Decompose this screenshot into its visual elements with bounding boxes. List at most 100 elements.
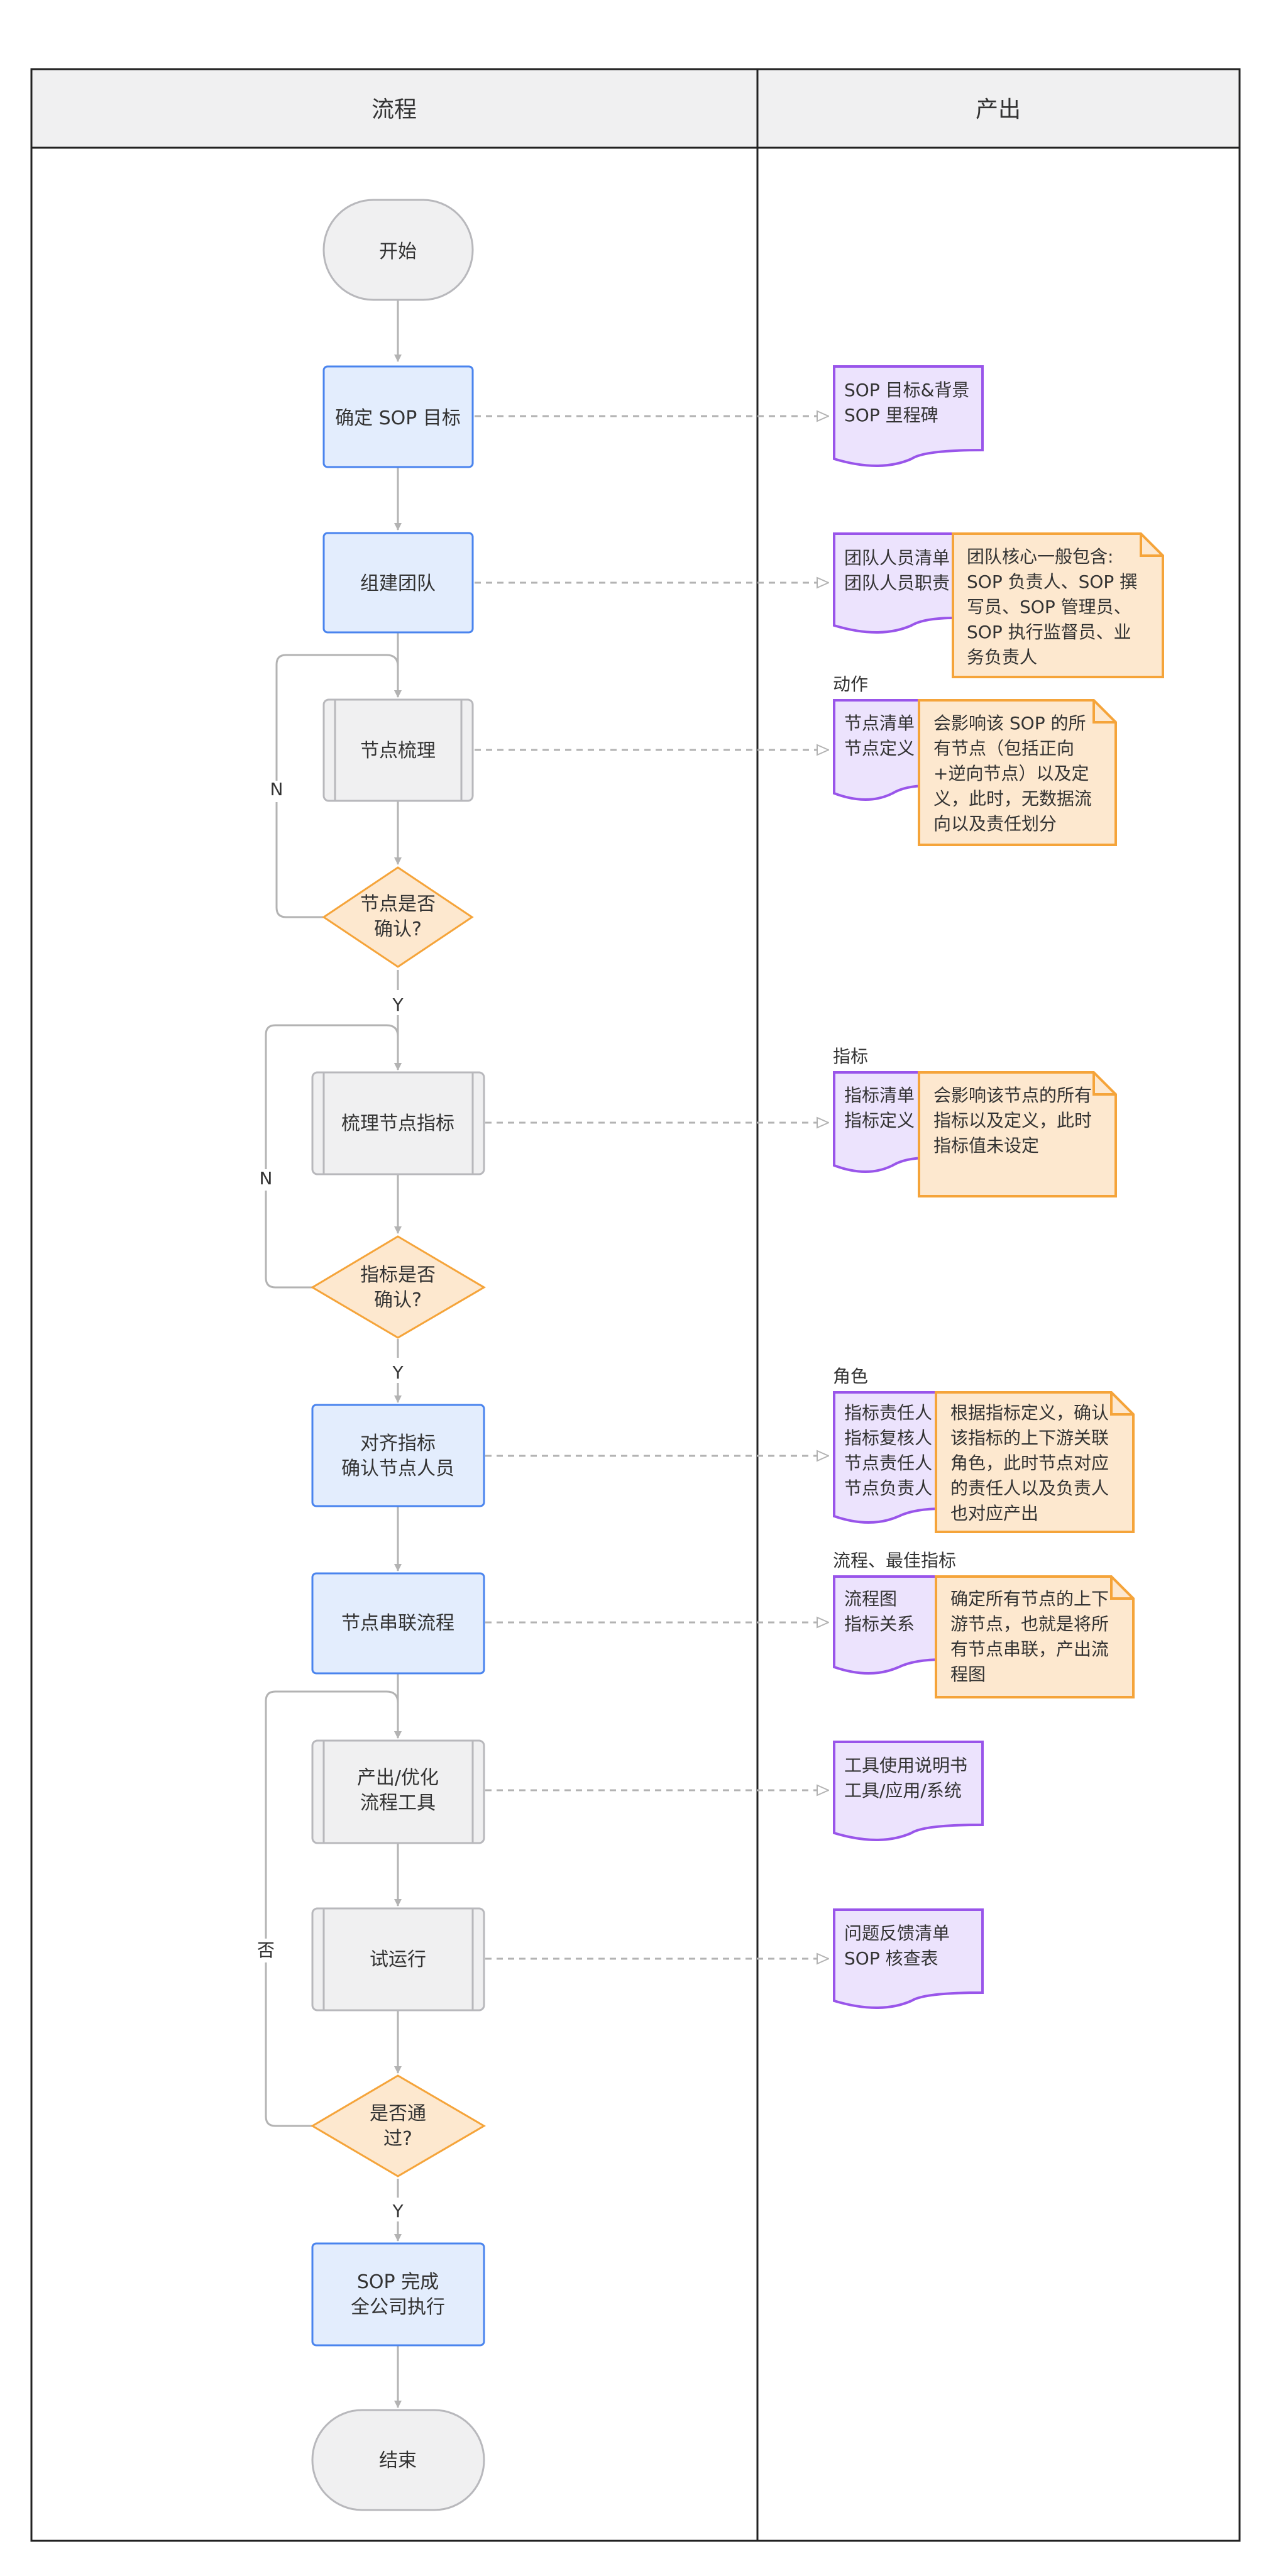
make-tools-line2: 流程工具 <box>360 1792 436 1814</box>
edge-label-yes-metrics: Y <box>392 1362 404 1383</box>
flow-document: 流程图 指标关系 <box>833 1575 944 1675</box>
roles-caption: 角色 <box>833 1366 868 1387</box>
metrics-note-line2: 指标以及定义，此时 <box>933 1110 1092 1131</box>
roles-note-line5: 也对应产出 <box>950 1503 1038 1524</box>
outputs: SOP 目标&背景 SOP 里程碑 团队人员清单 团队人员职责 团队核心一般包含… <box>833 365 1164 2009</box>
make-tools-line1: 产出/优化 <box>357 1767 439 1789</box>
output-column-header: 产出 <box>976 97 1021 123</box>
loop-nodes-back <box>275 654 402 918</box>
team-note-line1: 团队核心一般包含: <box>967 546 1113 567</box>
flow-note-line1: 确定所有节点的上下 <box>950 1588 1109 1609</box>
swimlane-table: 流程 产出 <box>30 68 1241 2542</box>
define-goal-label: 确定 SOP 目标 <box>335 407 461 429</box>
metrics-doc-line1: 指标清单 <box>844 1085 915 1106</box>
trial-run-node: 试运行 <box>311 1907 485 2012</box>
nodes-doc-line1: 节点清单 <box>844 713 915 734</box>
roles-note-line1: 根据指标定义，确认 <box>950 1402 1109 1423</box>
goal-doc-line1: SOP 目标&背景 <box>844 380 969 400</box>
edge-label-no-nodes: N <box>270 779 283 800</box>
team-doc-line2: 团队人员职责 <box>844 573 950 593</box>
goal-document: SOP 目标&背景 SOP 里程碑 <box>833 365 984 467</box>
roles-note-line3: 角色，此时节点对应 <box>950 1453 1109 1473</box>
sort-nodes-node: 节点梳理 <box>322 698 474 802</box>
flow-doc-line2: 指标关系 <box>844 1614 915 1634</box>
metrics-confirmed-line1: 指标是否 <box>360 1264 436 1286</box>
nodes-note-line5: 向以及责任划分 <box>933 813 1057 834</box>
nodes-doc-line2: 节点定义 <box>844 738 915 759</box>
align-metrics-line2: 确认节点人员 <box>341 1458 454 1480</box>
nodes-note-line2: 有节点（包括正向 <box>933 738 1074 759</box>
flow-caption: 流程、最佳指标 <box>833 1550 956 1571</box>
goal-doc-line2: SOP 里程碑 <box>844 405 938 426</box>
team-note: 团队核心一般包含: SOP 负责人、SOP 撰 写员、SOP 管理员、 SOP … <box>952 532 1164 678</box>
loop-metrics-back <box>265 1024 402 1289</box>
flow-note-line2: 游节点，也就是将所 <box>950 1614 1109 1634</box>
passed-line2: 过? <box>383 2128 412 2150</box>
connect-flow-label: 节点串联流程 <box>341 1612 454 1634</box>
team-note-line5: 务负责人 <box>967 647 1037 668</box>
edge-label-no-metrics: N <box>260 1168 273 1189</box>
flow-doc-line1: 流程图 <box>844 1588 897 1609</box>
roles-note: 根据指标定义，确认 该指标的上下游关联 角色，此时节点对应 的责任人以及负责人 … <box>935 1391 1135 1533</box>
nodes-confirmed-line2: 确认? <box>374 918 422 940</box>
passed-decision: 是否通 过? <box>311 2074 486 2177</box>
nodes-confirmed-line1: 节点是否 <box>360 893 436 915</box>
align-metrics-node: 对齐指标 确认节点人员 <box>311 1404 485 1507</box>
process-column-header: 流程 <box>371 97 417 123</box>
tools-document: 工具使用说明书 工具/应用/系统 <box>833 1741 984 1841</box>
actions-caption: 动作 <box>833 674 868 695</box>
tools-doc-line2: 工具/应用/系统 <box>844 1780 962 1801</box>
roles-doc-line1: 指标责任人 <box>844 1402 932 1423</box>
trial-document: 问题反馈清单 SOP 核查表 <box>833 1908 984 2009</box>
start-label: 开始 <box>379 241 417 263</box>
define-goal-node: 确定 SOP 目标 <box>322 365 474 468</box>
team-note-line3: 写员、SOP 管理员、 <box>967 597 1131 617</box>
team-note-line2: SOP 负责人、SOP 撰 <box>967 571 1137 592</box>
roles-doc-line2: 指标复核人 <box>844 1428 932 1448</box>
flow-note-line4: 程图 <box>950 1664 986 1685</box>
roles-document: 指标责任人 指标复核人 节点责任人 节点负责人 <box>833 1391 944 1524</box>
sop-done-line1: SOP 完成 <box>357 2271 439 2293</box>
trial-doc-line1: 问题反馈清单 <box>844 1923 950 1944</box>
roles-note-line4: 的责任人以及负责人 <box>950 1478 1109 1499</box>
nodes-note-line1: 会影响该 SOP 的所 <box>933 713 1086 734</box>
connect-flow-node: 节点串联流程 <box>311 1572 485 1675</box>
metrics-confirmed-decision: 指标是否 确认? <box>311 1235 486 1339</box>
end-label: 结束 <box>379 2450 417 2472</box>
start-node: 开始 <box>322 199 474 301</box>
build-team-node: 组建团队 <box>322 532 474 634</box>
nodes-document: 节点清单 节点定义 <box>833 699 928 801</box>
sort-nodes-label: 节点梳理 <box>360 740 436 762</box>
roles-doc-line4: 节点负责人 <box>844 1478 932 1499</box>
edge-label-yes: Y <box>392 994 404 1015</box>
metrics-caption: 指标 <box>833 1046 868 1067</box>
sort-metrics-label: 梳理节点指标 <box>341 1113 454 1135</box>
team-document: 团队人员清单 团队人员职责 <box>833 532 957 634</box>
end-node: 结束 <box>311 2409 485 2511</box>
trial-doc-line2: SOP 核查表 <box>844 1948 938 1969</box>
metrics-note-line3: 指标值未设定 <box>933 1135 1039 1156</box>
metrics-note: 会影响该节点的所有 指标以及定义，此时 指标值未设定 <box>918 1071 1117 1197</box>
sort-metrics-node: 梳理节点指标 <box>311 1071 485 1175</box>
loop-pass-back <box>265 1690 402 2127</box>
nodes-note-line4: 义，此时，无数据流 <box>933 788 1092 809</box>
edge-label-yes-pass: Y <box>392 2201 404 2221</box>
flow-note-line3: 有节点串联，产出流 <box>950 1639 1109 1660</box>
align-metrics-line1: 对齐指标 <box>360 1433 436 1455</box>
nodes-confirmed-decision: 节点是否 确认? <box>322 866 474 968</box>
metrics-note-line1: 会影响该节点的所有 <box>933 1085 1092 1106</box>
output-connectors <box>475 416 828 1959</box>
tools-doc-line1: 工具使用说明书 <box>844 1755 967 1776</box>
flow-note: 确定所有节点的上下 游节点，也就是将所 有节点串联，产出流 程图 <box>935 1575 1135 1698</box>
metrics-doc-line2: 指标定义 <box>844 1110 915 1131</box>
metrics-confirmed-line2: 确认? <box>374 1289 422 1311</box>
team-note-line4: SOP 执行监督员、业 <box>967 622 1131 642</box>
passed-line1: 是否通 <box>370 2103 426 2125</box>
sop-done-node: SOP 完成 全公司执行 <box>311 2242 485 2347</box>
trial-run-label: 试运行 <box>370 1949 426 1971</box>
roles-note-line2: 该指标的上下游关联 <box>950 1428 1109 1448</box>
edge-labels: Y N N Y N 否 Y <box>248 779 404 2221</box>
build-team-label: 组建团队 <box>360 573 436 595</box>
header-row <box>31 69 1240 148</box>
